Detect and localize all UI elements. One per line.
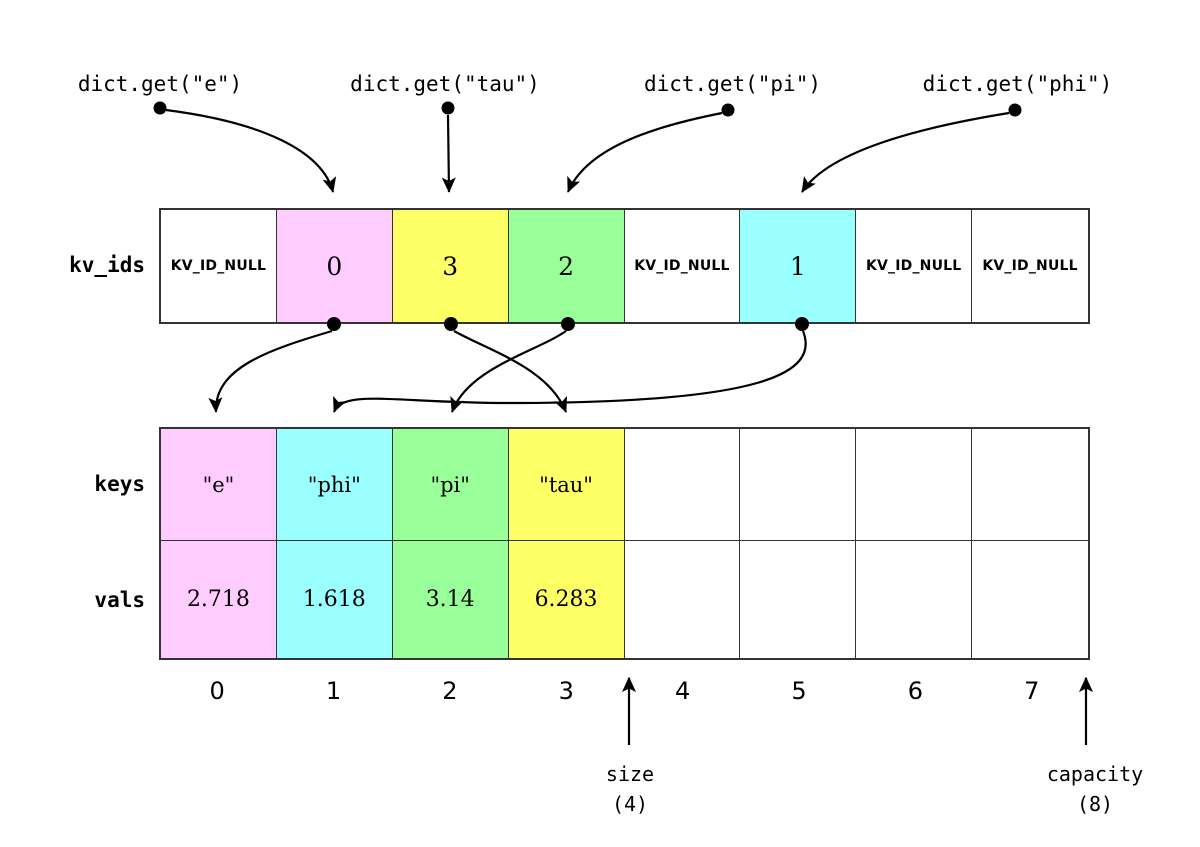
keys-grid: "e" "phi" "pi" "tau" — [159, 427, 1090, 541]
vals-cell-7[interactable] — [972, 541, 1088, 658]
row-label-vals: vals — [94, 588, 145, 612]
index-row: 0 1 2 3 4 5 6 7 — [159, 672, 1090, 710]
arrow-slot5-to-keys1 — [332, 330, 807, 413]
callout-dot-pi — [721, 103, 735, 117]
index-label-5: 5 — [791, 677, 807, 705]
vals-cell-2[interactable]: 3.14 — [392, 541, 509, 658]
vals-cell-6[interactable] — [856, 541, 973, 658]
keys-cell-2[interactable]: "pi" — [392, 429, 509, 540]
kv-ids-cell-5[interactable]: 1 — [740, 210, 857, 322]
index-label-2: 2 — [442, 677, 458, 705]
kv-ids-cell-3[interactable]: 2 — [508, 210, 625, 322]
arrow-get-pi-to-slot3 — [566, 111, 723, 193]
keys-cell-0[interactable]: "e" — [161, 429, 277, 540]
row-label-kv-ids: kv_ids — [69, 253, 145, 277]
callout-label-2: dict.get("pi") — [643, 72, 821, 96]
arrow-slot3-to-keys2 — [450, 330, 567, 413]
size-marker-value: (4) — [611, 792, 649, 816]
callout-dot-tau — [441, 101, 455, 115]
vals-cell-4[interactable] — [624, 541, 741, 658]
callout-dot-phi — [1008, 103, 1022, 117]
index-label-6: 6 — [907, 677, 924, 705]
row-label-keys: keys — [94, 472, 145, 496]
vals-grid: 2.718 1.618 3.14 6.283 — [159, 541, 1090, 660]
kv-ids-grid: KV_ID_NULL 0 3 2 KV_ID_NULL 1 KV_ID_NULL… — [159, 208, 1090, 324]
kv-ids-cell-4[interactable]: KV_ID_NULL — [624, 210, 741, 322]
index-label-7: 7 — [1024, 677, 1040, 705]
keys-cell-6[interactable] — [856, 429, 973, 540]
callout-label-3: dict.get("phi") — [922, 72, 1113, 96]
index-label-4: 4 — [675, 677, 691, 705]
arrow-slot2-to-keys3 — [453, 330, 568, 413]
keys-cell-3[interactable]: "tau" — [508, 429, 625, 540]
callout-label-1: dict.get("tau") — [350, 72, 540, 96]
kv-ids-cell-2[interactable]: 3 — [392, 210, 509, 322]
size-marker-label: size — [605, 762, 655, 786]
callout-dot-e — [153, 101, 167, 115]
vals-cell-0[interactable]: 2.718 — [161, 541, 277, 658]
keys-cell-1[interactable]: "phi" — [276, 429, 393, 540]
capacity-marker-label: capacity — [1046, 762, 1144, 786]
capacity-marker-value: (8) — [1076, 792, 1114, 816]
kv-ids-cell-1[interactable]: 0 — [276, 210, 393, 322]
keys-cell-5[interactable] — [740, 429, 857, 540]
index-label-1: 1 — [325, 677, 342, 705]
vals-cell-1[interactable]: 1.618 — [276, 541, 393, 658]
index-label-0: 0 — [209, 677, 225, 705]
arrow-get-phi-to-slot5 — [801, 111, 1010, 193]
vals-cell-3[interactable]: 6.283 — [508, 541, 625, 658]
kv-ids-cell-0[interactable]: KV_ID_NULL — [161, 210, 277, 322]
keys-cell-4[interactable] — [624, 429, 741, 540]
index-label-3: 3 — [558, 677, 574, 705]
kv-ids-cell-6[interactable]: KV_ID_NULL — [856, 210, 973, 322]
arrow-get-e-to-slot1 — [165, 108, 337, 193]
vals-cell-5[interactable] — [740, 541, 857, 658]
keys-cell-7[interactable] — [972, 429, 1088, 540]
arrow-slot1-to-keys0 — [208, 329, 333, 413]
kv-ids-cell-7[interactable]: KV_ID_NULL — [972, 210, 1088, 322]
callout-label-0: dict.get("e") — [77, 72, 243, 96]
arrow-get-tau-to-slot2 — [441, 114, 456, 193]
